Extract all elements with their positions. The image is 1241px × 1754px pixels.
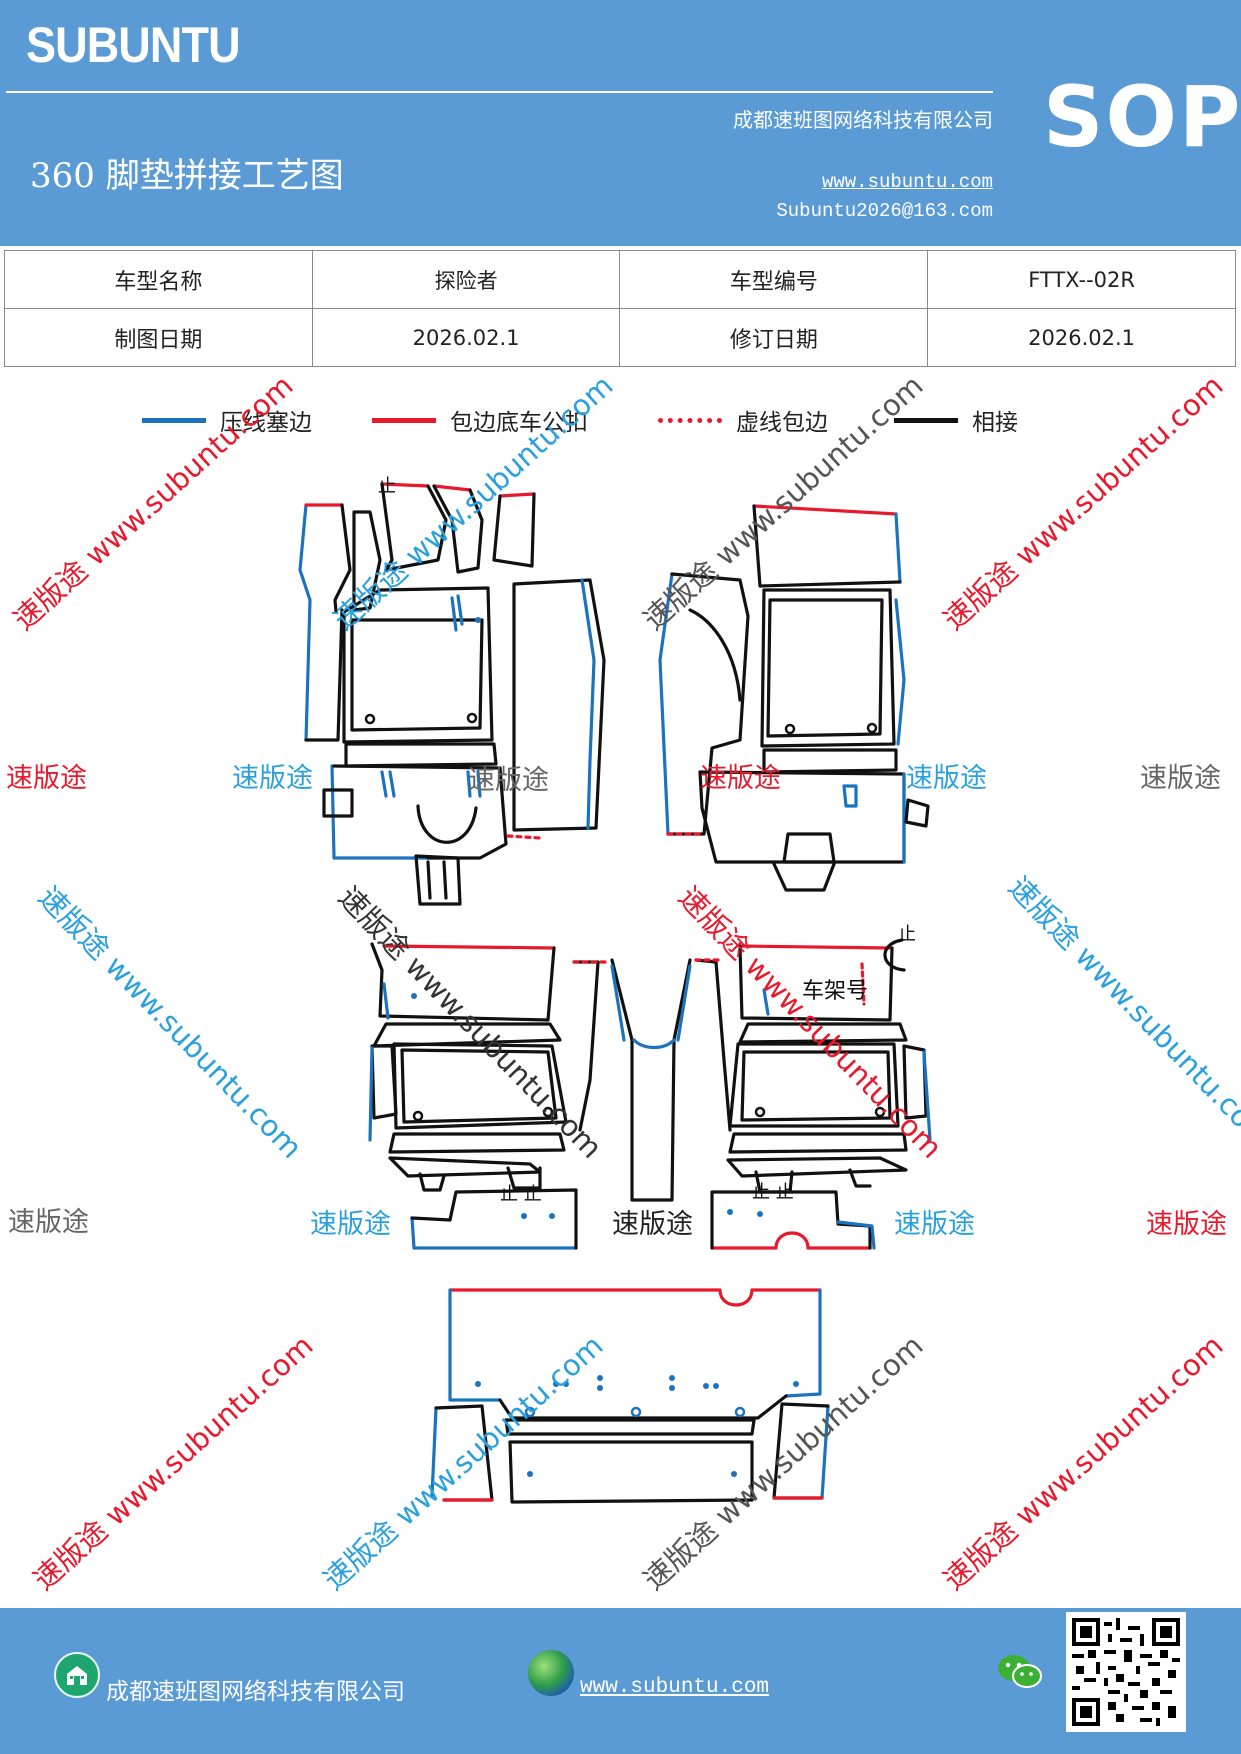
legend-label: 虚线包边 [736, 410, 828, 436]
header-banner: SUBUNTU 成都速班图网络科技有限公司 360 脚垫拼接工艺图 www.su… [0, 0, 1241, 246]
company-name: 成都速班图网络科技有限公司 [733, 108, 993, 132]
model-name-value: 探险者 [311, 250, 621, 309]
legend-swatch-red [372, 417, 436, 423]
revision-date-label: 修订日期 [619, 308, 929, 367]
svg-text:止 止: 止 止 [752, 1182, 794, 1203]
revision-date-value: 2026.02.1 [927, 308, 1236, 367]
table-row: 车型名称 探险者 车型编号 FTTX--02R [4, 250, 1236, 309]
email-address[interactable]: Subuntu2026@163.com [776, 200, 993, 222]
header-divider [6, 91, 993, 93]
home-icon [54, 1652, 100, 1698]
middle-right-mat: 止 止 止 车架号 [710, 924, 932, 1250]
table-row: 制图日期 2026.02.1 修订日期 2026.02.1 [4, 308, 1236, 367]
legend-item-dotted-edge: 虚线包边 [658, 402, 828, 438]
center-tunnel-strips [572, 958, 732, 1202]
frame-number-label: 车架号 [802, 979, 868, 1004]
globe-icon [528, 1650, 574, 1696]
brand-logo: SUBUNTU [26, 17, 241, 73]
legend-label: 压线塞边 [220, 410, 312, 436]
model-code-value: FTTX--02R [927, 250, 1236, 309]
front-left-mat: 止 [298, 476, 606, 906]
legend-item-press-line: 压线塞边 [142, 402, 312, 438]
legend-swatch-black [894, 417, 958, 423]
legend-label: 相接 [972, 410, 1018, 436]
model-name-label: 车型名称 [4, 250, 313, 309]
wechat-icon[interactable] [996, 1652, 1044, 1696]
legend-swatch-red-dotted [658, 417, 722, 423]
draw-date-label: 制图日期 [4, 308, 313, 367]
qr-code [1066, 1612, 1186, 1732]
website-link[interactable]: www.subuntu.com [821, 171, 993, 193]
svg-text:止: 止 [898, 924, 916, 945]
model-code-label: 车型编号 [619, 250, 929, 309]
middle-left-mat: 止 止 [368, 942, 578, 1250]
legend-item-joint: 相接 [894, 402, 1018, 438]
front-right-mat [658, 504, 930, 892]
legend-item-wrap-edge: 包边底车公扣 [372, 402, 588, 438]
legend-swatch-blue [142, 417, 206, 423]
draw-date-value: 2026.02.1 [311, 308, 621, 367]
vehicle-info-table: 车型名称 探险者 车型编号 FTTX--02R 制图日期 2026.02.1 修… [4, 250, 1236, 367]
legend-label: 包边底车公扣 [450, 410, 588, 436]
sop-badge: SOP [1043, 68, 1241, 166]
footer-company-name: 成都速班图网络科技有限公司 [106, 1679, 405, 1705]
svg-text:止 止: 止 止 [500, 1184, 542, 1205]
rear-cargo-mat [430, 1288, 830, 1504]
document-title: 360 脚垫拼接工艺图 [30, 156, 344, 196]
floor-mat-diagram: 止 [298, 476, 932, 1504]
stop-mark: 止 [378, 476, 396, 497]
footer-website-link[interactable]: www.subuntu.com [580, 1676, 770, 1699]
